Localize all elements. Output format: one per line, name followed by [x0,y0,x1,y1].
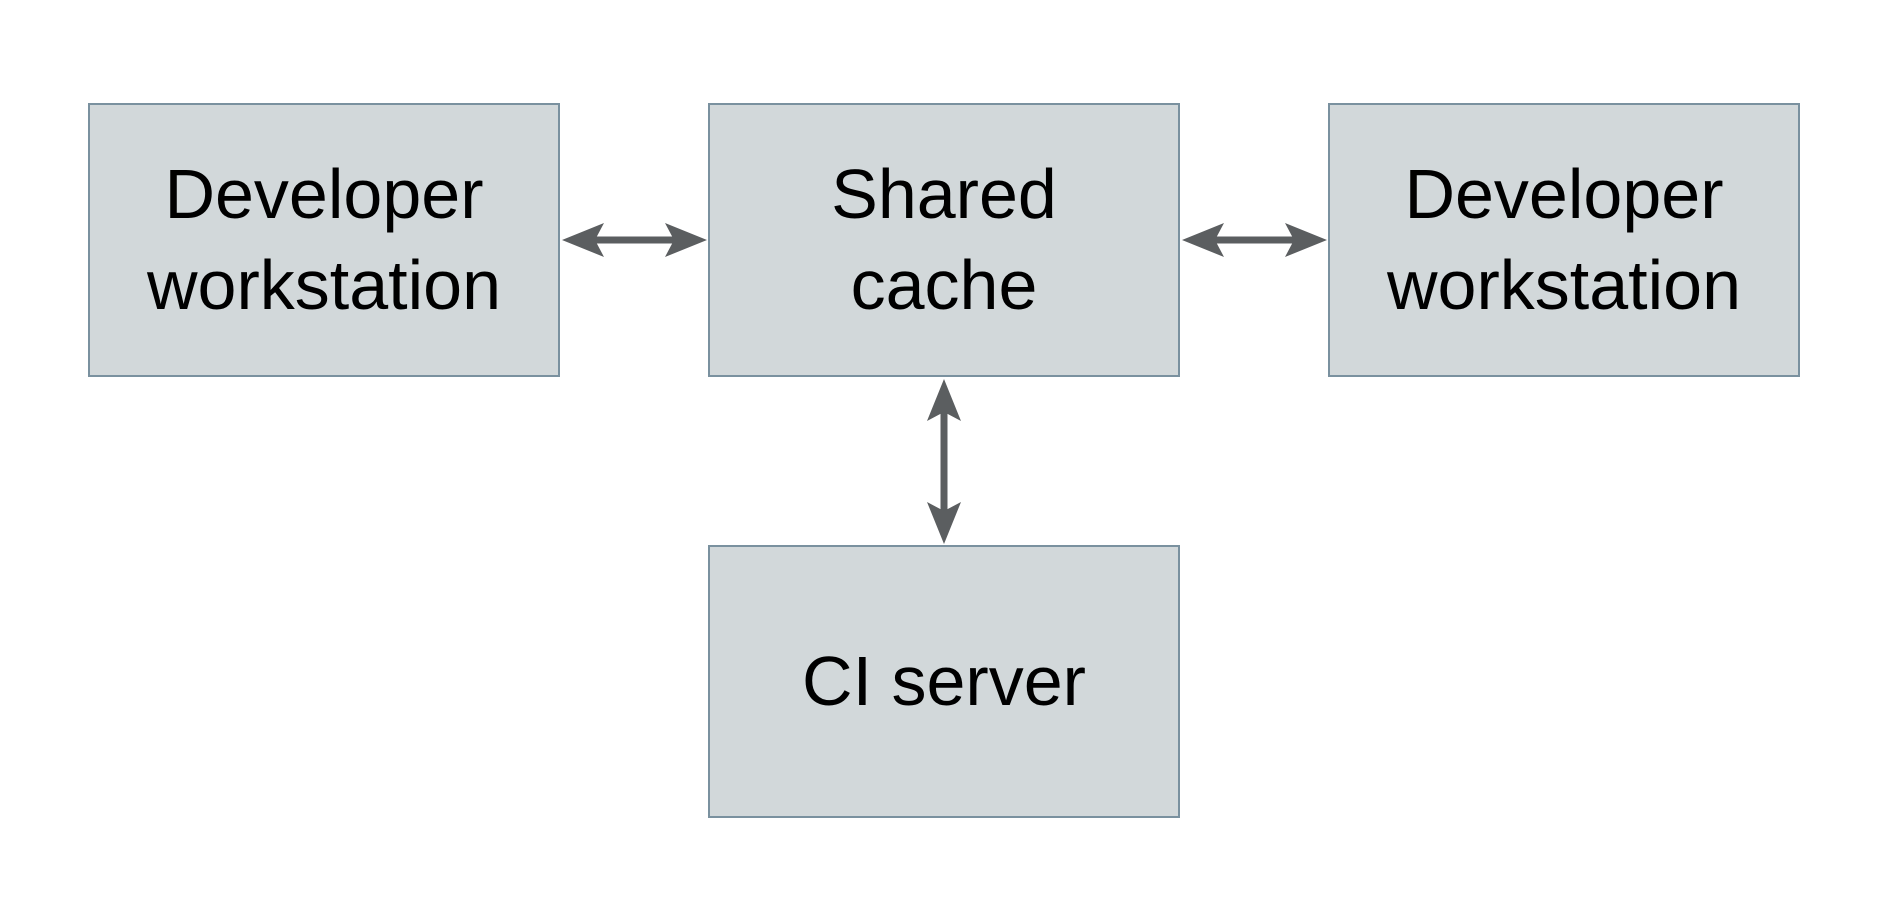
arrow-cache-devright-icon [1182,223,1327,257]
node-label: Developer workstation [1386,155,1742,324]
node-shared-cache: Shared cache [708,103,1180,377]
node-developer-workstation-right: Developer workstation [1328,103,1800,377]
arrow-devleft-cache-icon [562,223,707,257]
node-ci-server: CI server [708,545,1180,818]
node-developer-workstation-left: Developer workstation [88,103,560,377]
node-label: Shared cache [831,155,1057,324]
node-label: Developer workstation [146,155,502,324]
arrow-cache-ciserver-icon [927,379,961,544]
node-label: CI server [802,642,1086,720]
